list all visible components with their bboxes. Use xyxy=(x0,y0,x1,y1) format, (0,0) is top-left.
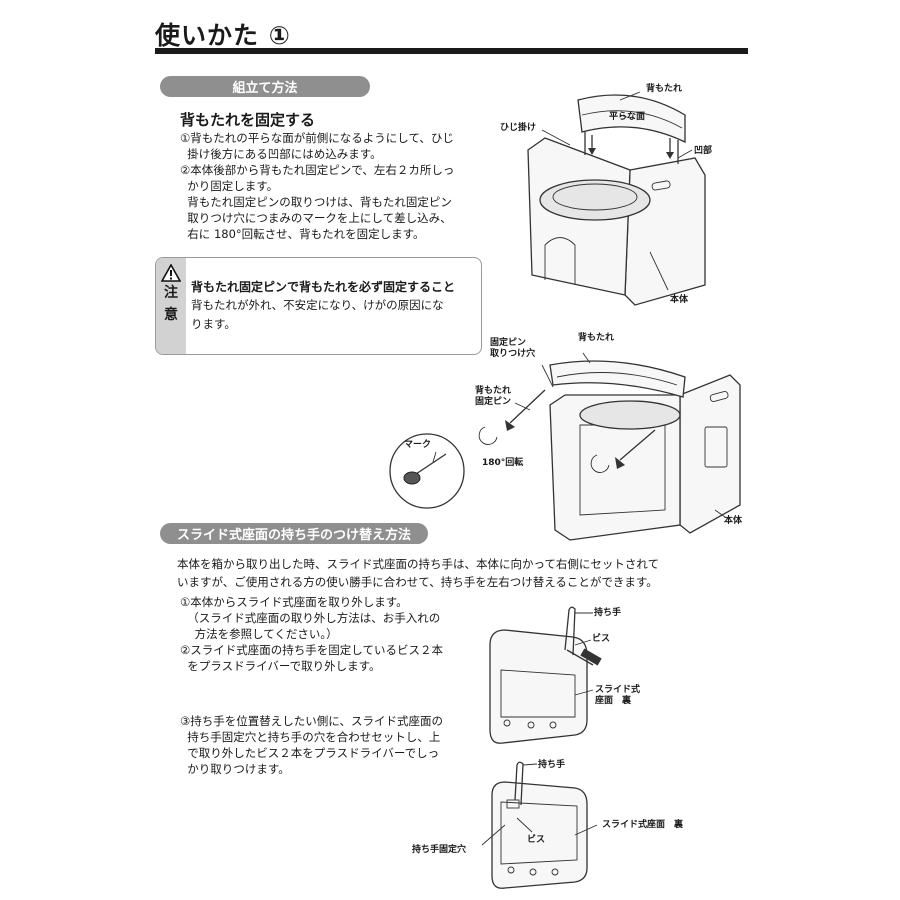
label-seat-back-4: スライド式座面 裏 xyxy=(602,820,684,830)
caution-char-1: 注 xyxy=(164,285,178,301)
label-rotation: 180°回転 xyxy=(482,458,524,468)
label-body-1: 本体 xyxy=(670,295,689,305)
caution-char-2: 意 xyxy=(164,307,178,323)
seat-back-diagram-1 xyxy=(489,606,602,744)
assembly-steps: ①背もたれの平らな面が前側になるようにして、ひじ 掛け後方にある凹部にはめ込みま… xyxy=(180,131,455,241)
label-fixing-pin: 背もたれ 固定ピン xyxy=(475,386,512,407)
handle-steps-b: ③持ち手を位置替えしたい側に、スライド式座面の 持ち手固定穴と持ち手の穴を合わせ… xyxy=(180,714,443,776)
label-body-2: 本体 xyxy=(724,516,743,526)
label-flat-face: 平らな面 xyxy=(609,112,646,122)
label-mark: マーク xyxy=(404,440,432,450)
label-backrest-2: 背もたれ xyxy=(578,333,615,343)
seat-back-diagram-2 xyxy=(481,761,598,889)
warning-triangle-icon xyxy=(161,264,181,282)
page-title: 使いかた ① xyxy=(155,21,291,50)
handle-steps-a: ①本体からスライド式座面を取り外します。 （スライド式座面の取り外し方法は、お手… xyxy=(180,595,443,673)
label-backrest: 背もたれ xyxy=(646,84,683,94)
assembly-subheading: 背もたれを固定する xyxy=(180,111,316,129)
label-seat-back-3: スライド式 座面 裏 xyxy=(595,685,641,706)
label-armrest: ひじ掛け xyxy=(500,123,537,133)
caution-side: 注 意 xyxy=(156,258,186,354)
commode-diagram-2 xyxy=(478,352,741,541)
title-rule xyxy=(155,48,748,54)
label-fix-hole: 持ち手固定穴 xyxy=(412,845,467,855)
caution-heading: 背もたれ固定ピンで背もたれを必ず固定すること xyxy=(191,280,456,294)
handle-intro: 本体を箱から取り出した時、スライド式座面の持ち手は、本体に向かって右側にセットさ… xyxy=(177,557,660,589)
caution-body: 背もたれが外れ、不安定になり、けがの原因にな ります。 xyxy=(191,298,444,331)
label-recess: 凹部 xyxy=(694,146,713,156)
label-screw-3: ビス xyxy=(592,634,611,644)
label-screw-4: ビス xyxy=(527,835,546,845)
caution-box: 注 意 背もたれ固定ピンで背もたれを必ず固定すること 背もたれが外れ、不安定にな… xyxy=(155,257,482,355)
assembly-section-label: 組立て方法 xyxy=(160,76,370,97)
commode-diagram-1 xyxy=(527,91,706,306)
handle-section-label: スライド式座面の持ち手のつけ替え方法 xyxy=(160,523,428,544)
label-handle-4: 持ち手 xyxy=(538,760,566,770)
pin-mark-detail xyxy=(389,433,465,509)
label-pin-hole: 固定ピン 取りつけ穴 xyxy=(490,338,536,359)
label-handle-3: 持ち手 xyxy=(594,608,622,618)
